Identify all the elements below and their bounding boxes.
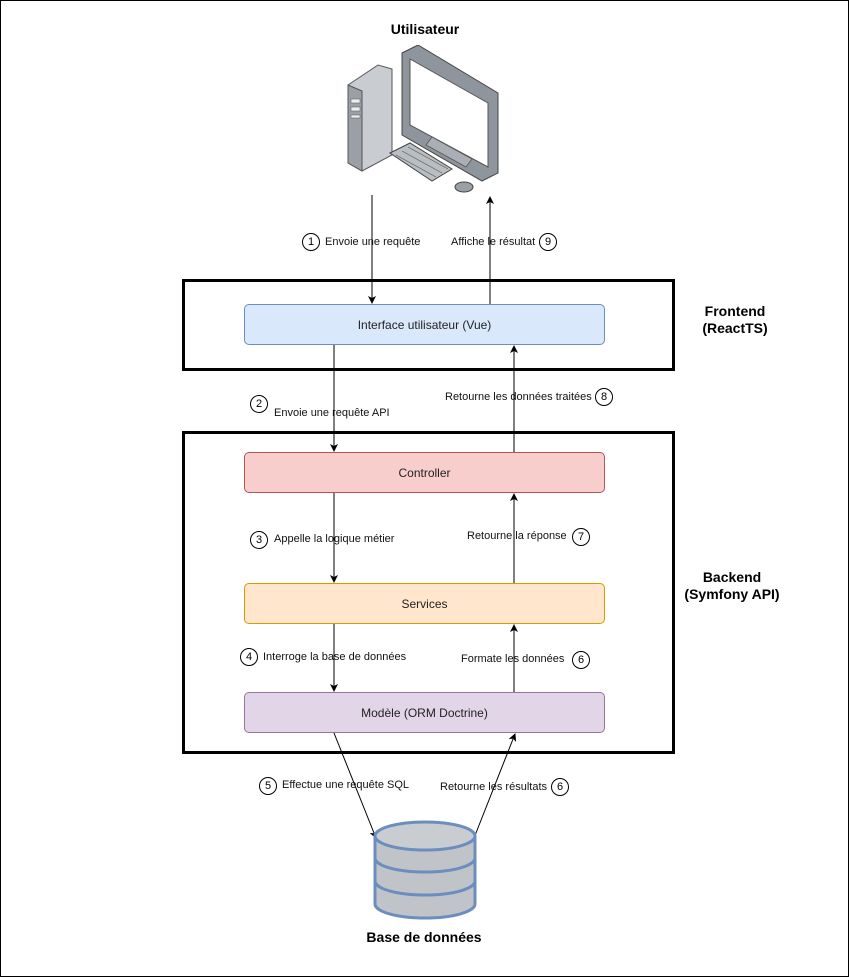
step-label: Effectue une requête SQL [282, 779, 409, 791]
step-number: 3 [250, 531, 268, 549]
database-title: Base de données [366, 929, 482, 945]
step-number: 2 [250, 395, 268, 413]
model-node: Modèle (ORM Doctrine) [244, 692, 605, 733]
computer-icon [347, 45, 499, 193]
step-number: 6 [551, 778, 569, 796]
step-number: 7 [572, 528, 590, 546]
step-label: Appelle la logique métier [274, 533, 395, 545]
backend-group [182, 431, 675, 754]
step-number: 5 [259, 777, 277, 795]
frontend-label: Frontend (ReactTS) [702, 303, 768, 336]
step-label: Retourne les résultats [440, 781, 547, 793]
step-label: Formate les données [461, 653, 565, 665]
database-icon [373, 820, 477, 920]
step-label: Retourne la réponse [467, 530, 567, 542]
step-label: Interroge la base de données [263, 651, 407, 663]
arrow-6b [473, 733, 517, 839]
step-number: 4 [240, 648, 258, 666]
step-number: 8 [595, 388, 613, 406]
step-label: Envoie une requête [325, 236, 421, 248]
ui-node: Interface utilisateur (Vue) [244, 304, 605, 345]
backend-label: Backend (Symfony API) [684, 569, 780, 602]
arrow-5 [333, 732, 378, 839]
step-label: Envoie une requête API [274, 407, 390, 419]
step-label: Retourne les données traitées [445, 391, 592, 403]
user-title: Utilisateur [390, 21, 460, 37]
controller-node: Controller [244, 452, 605, 493]
step-number: 1 [302, 233, 320, 251]
step-number: 6 [572, 651, 590, 669]
frontend-group [182, 279, 675, 371]
step-number: 9 [539, 233, 557, 251]
services-node: Services [244, 583, 605, 624]
step-label: Affiche le résultat [451, 236, 536, 248]
